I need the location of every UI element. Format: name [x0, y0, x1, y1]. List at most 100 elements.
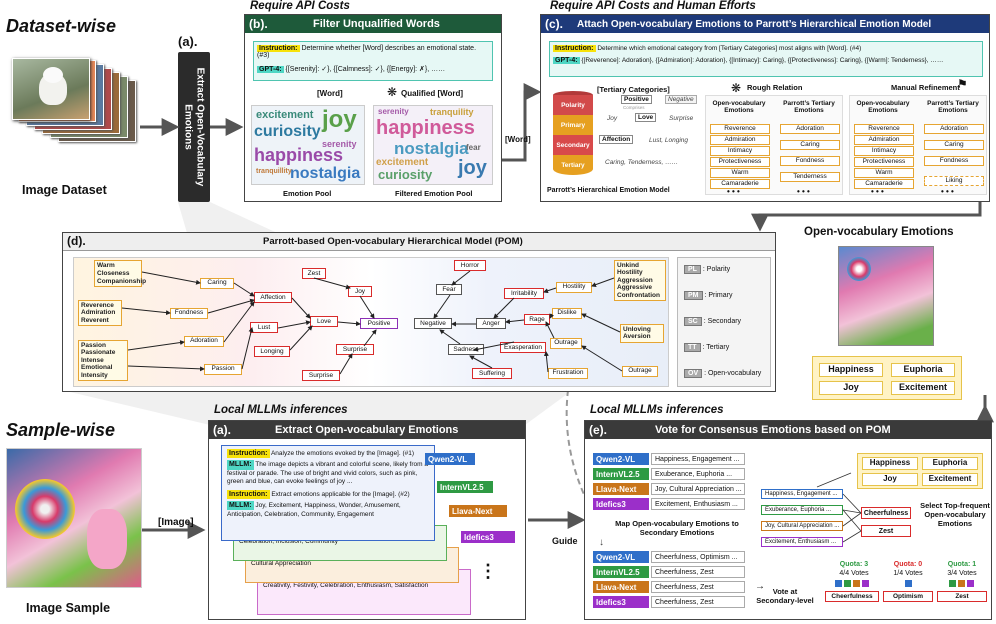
pool-word: happiness — [254, 145, 344, 165]
panel-c: (c). Attach Open-vocabulary Emotions to … — [505, 14, 990, 202]
filtered-pool-cloud: serenity tranquility happiness nostalgia… — [373, 105, 493, 185]
mini-ov: Exuberance, Euphoria ... — [761, 505, 843, 515]
ov-item: Camaraderie — [710, 179, 770, 189]
e-model-llava: Llava-Next — [593, 581, 649, 593]
parrott-cylinder: Polarity Primary Secondary Tertiary — [553, 91, 593, 181]
mini-ov: Excitement, Enthusiasm ... — [761, 537, 843, 547]
legend-code: PL — [684, 265, 701, 274]
extract-vertical-bar: Extract Open-Vocabulary Emotions — [178, 52, 210, 202]
rough-relation-label: Rough Relation — [747, 83, 803, 92]
b-instruction: Determine whether [Word] describes an em… — [257, 45, 477, 59]
sc-node: Horror — [454, 260, 486, 271]
filtered-word: fear — [466, 143, 481, 152]
vote-area: Quota: 3 4/4 Votes Cheerfulness Quota: 0… — [825, 561, 993, 619]
ov-word: Unkind — [617, 262, 640, 269]
ov-item: Admiration — [854, 135, 914, 145]
c-instruction: Determine which emotional category from … — [597, 45, 862, 52]
ov-item: Reverence — [854, 124, 914, 134]
tt-item: Tenderness — [780, 172, 840, 182]
sc-node: Affection — [254, 292, 292, 303]
panel-a2-header: (a). Extract Open-vocabulary Emotions — [209, 421, 525, 439]
emotion-pool-cloud: excitement joy curiosity serenity happin… — [251, 105, 365, 185]
ov-word: Emotional Intensity — [81, 364, 113, 379]
vote-result: Zest — [937, 591, 987, 602]
b-qualified-label: Qualified [Word] — [401, 89, 464, 98]
ov-result-word: Happiness — [819, 363, 883, 377]
tt-item-liking: Liking — [924, 176, 984, 186]
c-prompt-box: Instruction: Determine which emotional c… — [549, 41, 983, 77]
e-ov-list: Joy, Cultural Appreciation ... — [651, 483, 745, 495]
tt-item: Adoration — [924, 124, 984, 134]
legend-text: : Primary — [704, 292, 733, 299]
votes: 1/4 Votes — [893, 570, 923, 577]
e-model-idefics: Idefics3 — [593, 498, 649, 510]
panel-d: (d). Parrott-based Open-vocabulary Hiera… — [62, 232, 776, 392]
panel-b-title: Filter Unqualified Words — [313, 18, 440, 30]
dataset-wise-title: Dataset-wise — [6, 16, 117, 36]
panel-b-header: (b). Filter Unqualified Words — [245, 15, 501, 33]
cylinder-polarity: Polarity — [553, 95, 593, 115]
filtered-word: serenity — [378, 107, 409, 116]
ov-item: Warm — [854, 168, 914, 178]
tree-comprises: Comprises — [623, 105, 645, 110]
e-ov-list: Exuberance, Euphoria ... — [651, 468, 745, 480]
c-instruction-tag: Instruction: — [553, 45, 596, 52]
tree-surprise: Surprise — [669, 115, 694, 122]
ov-result-word: Excitement — [891, 381, 955, 395]
emotion-pool-caption: Emotion Pool — [283, 189, 332, 198]
legend-row-pm: PM : Primary — [684, 291, 733, 300]
tt-item: Caring — [780, 140, 840, 150]
e-model-idefics: Idefics3 — [593, 596, 649, 608]
quota: Quota: 1 — [947, 561, 977, 568]
b-gpt-answer: {[Serenity]: ✓}, {[Calmness]: ✓}, {[Ener… — [285, 66, 446, 73]
legend-text: : Tertiary — [702, 344, 730, 351]
dog-image — [12, 58, 90, 120]
legend-row-ov: OV : Open-vocabulary — [684, 369, 761, 378]
vote-squares — [949, 580, 974, 587]
vote-result: Optimism — [883, 591, 933, 602]
openai-icon: ❋ — [387, 85, 398, 99]
pm-node: Sadness — [448, 344, 484, 355]
ov-item: Intimacy — [854, 146, 914, 156]
pool-word: joy — [322, 106, 357, 133]
a2-instruction2: Extract emotions applicable for the [Ima… — [271, 490, 410, 498]
ellipsis: • • • — [797, 187, 810, 196]
col-ov-header: Open-vocabulary Emotions — [856, 100, 910, 115]
sc-node: Longing — [254, 346, 290, 357]
pool-word: excitement — [256, 109, 314, 121]
pool-word: tranquillity — [256, 168, 292, 175]
e-result-word: Happiness — [862, 457, 918, 470]
image-sample-caption: Image Sample — [26, 601, 111, 615]
filtered-word: nostalgia — [394, 139, 469, 158]
ov-node: Outrage — [622, 366, 658, 377]
panel-c-title: Attach Open-vocabulary Emotions to Parro… — [577, 18, 932, 30]
model-tag-internvl: InternVL2.5 — [437, 481, 493, 493]
panel-b-tag: (b). — [249, 17, 268, 31]
a2-instruction1: Analyze the emotions evoked by the [Imag… — [270, 450, 415, 457]
ov-word: Companionship — [97, 277, 147, 285]
ov-item: Protectiveness — [854, 157, 914, 167]
a2-answer1: The image depicts a vibrant and colorful… — [227, 461, 428, 486]
tree-negative: Negative — [665, 95, 697, 104]
tt-item: Caring — [924, 140, 984, 150]
a2-instruction-tag: Instruction: — [227, 449, 270, 459]
legend-code: SC — [684, 317, 702, 326]
legend-text: : Polarity — [702, 266, 731, 273]
legend-code: PM — [684, 291, 703, 300]
e-edges — [816, 472, 862, 543]
ov-word: Unloving — [623, 326, 651, 333]
ov-word: Reverent — [81, 316, 109, 324]
parrott-tree: Positive Negative Joy Love Surprise Affe… — [599, 95, 701, 179]
sc-node: Exasperation — [500, 342, 546, 353]
ellipsis: • • • — [727, 187, 740, 196]
ov-sample-image — [838, 246, 934, 346]
b-word-label: [Word] — [317, 89, 343, 98]
vertical-ellipsis: ⋮ — [479, 561, 497, 581]
e-sc-list: Cheerfulness, Zest — [651, 566, 745, 578]
ov-word: Aversion — [623, 333, 651, 341]
step-a-label: (a). — [178, 34, 198, 49]
ov-result-word: Joy — [819, 381, 883, 395]
tree-love: Love — [635, 113, 657, 122]
dataset-image-stack — [12, 58, 142, 158]
model-tag-idefics: Idefics3 — [461, 531, 515, 543]
